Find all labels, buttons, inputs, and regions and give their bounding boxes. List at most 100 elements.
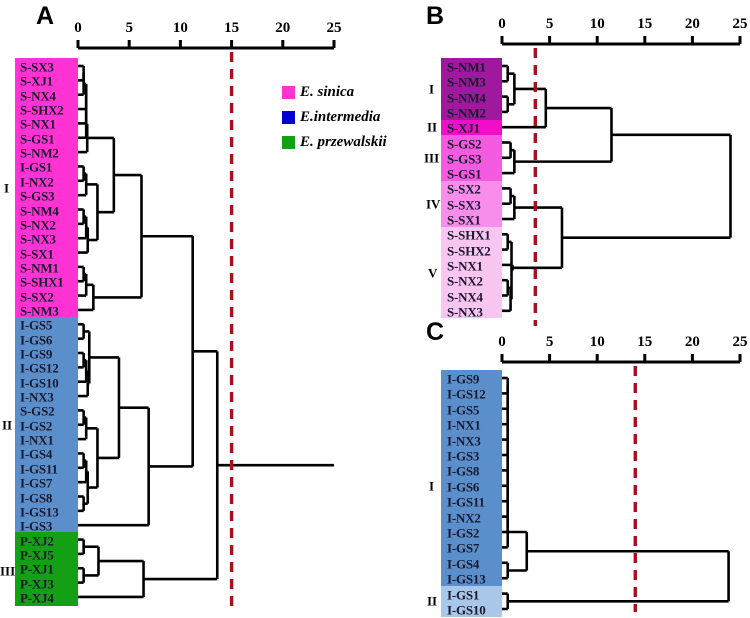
leaf-label: S-SHX1 [447,227,491,243]
cluster-band-b3 [441,134,502,181]
leaf-label: I-NX3 [447,433,481,449]
legend-item: E. sinica [282,84,354,101]
leaf-label: I-GS8 [20,490,53,505]
leaf-label: I-GS13 [20,504,59,520]
cluster-label: III [0,563,16,579]
leaf-label: S-NX4 [20,88,56,104]
leaf-label: S-NM4 [447,90,486,106]
axis-tick-label: 10 [172,20,188,36]
axis-tick-label: 25 [326,20,342,36]
axis-tick-label: 15 [224,20,240,36]
cluster-band-b1 [441,58,502,120]
leaf-label: S-GS3 [20,188,55,204]
leaf-label: S-NM4 [20,203,59,218]
leaf-label: I-NX2 [447,510,481,526]
cluster-band-c1 [441,370,502,586]
species-band-intermedia [15,317,78,533]
axis-tick-label: 20 [275,20,291,36]
leaf-label: I-GS3 [20,518,53,534]
panel-a-letter: A [36,2,55,30]
axis-tick-label: 5 [545,334,554,350]
leaf-label: I-GS1 [20,159,53,175]
leaf-label: S-NM1 [447,59,486,75]
leaf-label: I-GS3 [447,448,480,464]
axis-tick-label: 25 [732,334,748,350]
leaf-label: I-GS6 [447,479,480,495]
cluster-label: V [428,265,438,281]
leaf-label: S-NM2 [447,105,486,121]
cluster-label: III [424,150,440,166]
leaf-label: S-NM3 [20,303,59,319]
cluster-band-b2 [441,119,502,135]
leaf-label: I-GS5 [447,402,480,418]
axis-tick-label: 20 [684,334,700,350]
leaf-label: I-NX2 [20,174,54,190]
leaf-label: S-SX1 [20,246,54,262]
leaf-label: P-XJ2 [20,533,54,549]
leaf-label: I-GS9 [447,371,480,387]
axis-tick-label: 10 [589,334,605,350]
axis-tick-label: 0 [498,16,506,32]
leaf-label: I-GS1 [447,587,480,603]
axis-tick-label: 15 [637,334,653,350]
legend-label: E. sinica [300,84,355,100]
legend-item: E.intermedia [282,109,380,126]
leaf-label: S-NX2 [20,217,56,233]
leaf-label: S-NM3 [447,74,486,90]
leaf-label: I-NX1 [20,432,54,448]
leaf-label: I-GS9 [20,346,53,362]
legend-swatch-przewalskii [282,136,295,149]
axis-tick-label: 15 [637,16,653,32]
leaf-label: S-NX3 [20,231,56,247]
cluster-label: II [2,417,13,433]
axis-tick-label: 5 [125,20,133,36]
leaf-label: S-XJ1 [20,73,53,89]
axis-tick-label: 0 [74,20,82,36]
leaf-label: S-NM2 [20,145,59,161]
leaf-label: S-SX3 [20,59,54,75]
legend-swatch-sinica [282,86,295,99]
cluster-label: IV [426,196,441,212]
cluster-label: II [427,119,438,135]
leaf-label: P-XJ1 [20,561,54,577]
cluster-band-c2 [441,585,502,617]
leaf-label: I-GS5 [20,317,53,333]
panel-c-letter: C [426,318,445,346]
cluster-band-b4 [441,180,502,227]
dendrogram-links [502,376,730,611]
leaf-label: S-GS2 [20,403,55,419]
leaf-label: S-SHX1 [20,274,64,290]
leaf-label: S-SHX2 [20,102,64,118]
dendrogram-links [502,64,732,313]
cluster-band-b5 [441,226,502,319]
leaf-label: I-GS6 [20,332,53,348]
leaf-label: I-GS4 [447,556,480,572]
leaf-label: S-XJ1 [447,120,480,136]
legend-label: E.intermedia [300,109,381,125]
cluster-label: I [4,180,10,196]
leaf-label: I-NX1 [447,417,481,433]
leaf-label: I-GS12 [447,386,486,402]
leaf-label: S-NX1 [447,258,483,274]
panel-b-letter: B [426,2,445,30]
leaf-label: I-GS2 [447,525,480,541]
leaf-label: P-XJ4 [20,590,54,606]
leaf-label: P-XJ5 [20,547,54,563]
leaf-label: S-GS2 [447,136,482,151]
leaf-label: I-GS7 [20,475,53,491]
cluster-label: II [427,593,438,609]
leaf-label: S-SHX2 [447,243,491,259]
leaf-label: S-NX4 [447,289,483,304]
legend-label: E. przewalskii [300,134,387,150]
leaf-label: S-SX1 [447,212,481,228]
axis-tick-label: 5 [545,16,554,32]
leaf-label: I-GS2 [20,418,53,434]
leaf-label: I-GS4 [20,446,53,462]
leaf-label: I-GS10 [447,602,486,618]
leaf-label: I-GS8 [447,463,480,479]
leaf-label: S-SX2 [20,289,54,305]
